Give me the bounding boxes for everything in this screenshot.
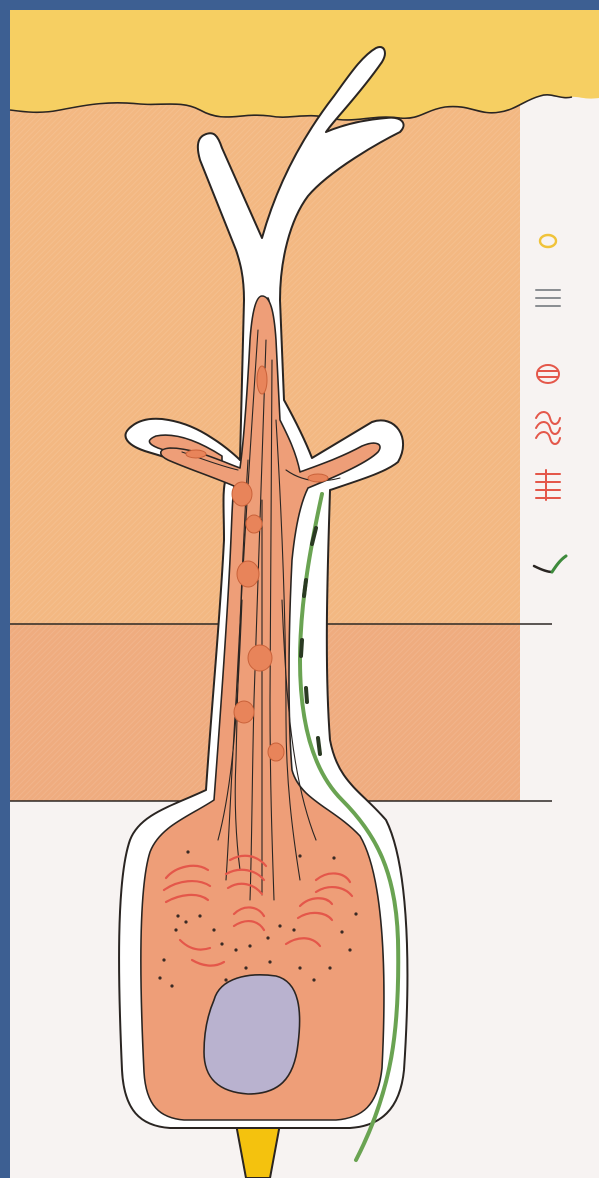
- nucleus: [204, 975, 300, 1094]
